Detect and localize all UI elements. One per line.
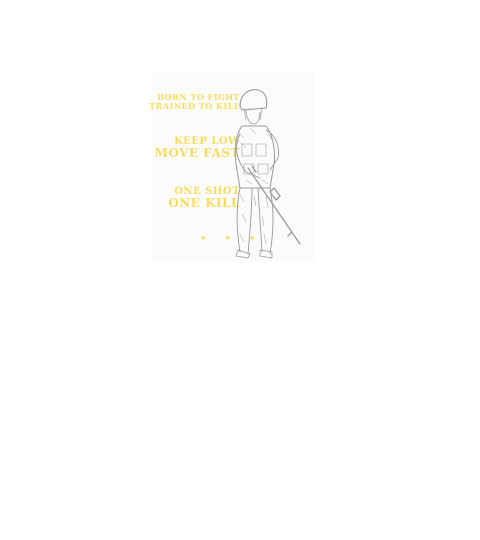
legs [236,187,274,255]
hatching [237,127,273,245]
right-arm [236,133,261,179]
left-arm [265,129,279,171]
slogan-line-2: TRAINED TO KILL [149,101,240,111]
slogan-line-5: ONE SHOT [174,186,240,197]
boots [235,249,273,259]
soldier-artwork: BORN TO FIGHT TRAINED TO KILL KEEP LOW M… [149,72,314,262]
slogan-line-4: MOVE FAST [154,146,240,160]
slogan-keep-low: KEEP LOW MOVE FAST [155,136,240,159]
slogan-born-to-fight: BORN TO FIGHT TRAINED TO KILL [149,93,240,111]
soldier-sketch-icon [234,89,301,259]
vest-pouches [241,143,269,175]
slogan-line-1: BORN TO FIGHT [157,92,240,102]
slogan-line-3: KEEP LOW [174,136,240,147]
slogan-line-6: ONE KILL [168,196,240,210]
rifle [247,165,301,245]
slogan-one-shot: ONE SHOT ONE KILL [168,186,240,209]
stars-decoration: ★ ★ ★ [200,234,264,242]
helmet [239,89,268,111]
helmet-strap [243,107,263,121]
face [245,109,261,125]
